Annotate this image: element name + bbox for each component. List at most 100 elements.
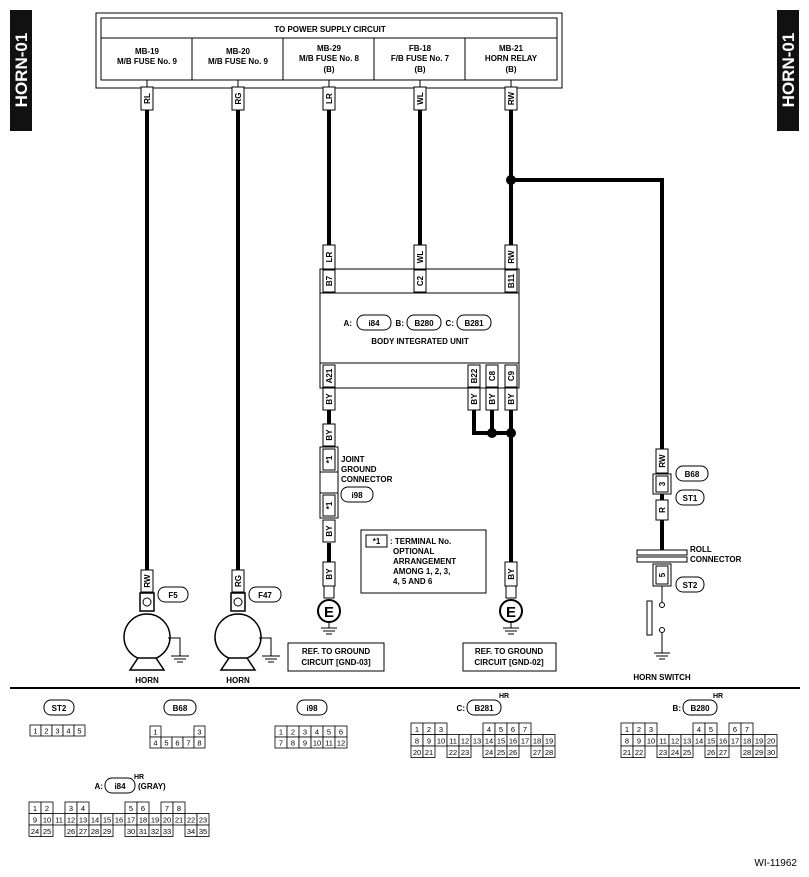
connector-pin-number: 2 — [291, 728, 295, 737]
wire-tag: BY — [325, 429, 334, 441]
connector-pin-number: 14 — [695, 737, 703, 746]
joint-pin-bottom: *1 — [325, 501, 334, 509]
connector-b280-hr: HR — [713, 693, 723, 700]
connector-pin-number: 22 — [635, 748, 643, 757]
connector-pin-number: 3 — [197, 728, 201, 737]
wire-tag: BY — [470, 393, 479, 405]
connector-pin-number: 13 — [473, 737, 481, 746]
connector-st2-name: ST2 — [52, 704, 67, 713]
connector-pin-number: 14 — [91, 816, 99, 825]
connector-pin-number: 7 — [279, 739, 283, 748]
connector-pin-number: 12 — [461, 737, 469, 746]
connector-pin — [196, 824, 210, 837]
connector-pin-number: 4 — [81, 804, 85, 813]
switch-connector-st2: ST2 — [683, 581, 698, 590]
connector-pin-number: 7 — [165, 804, 169, 813]
connector-i84-hr: HR — [134, 774, 144, 781]
horn-right-label: HORN — [226, 676, 250, 685]
joint-label-3: CONNECTOR — [341, 475, 393, 484]
connector-pin-number: 9 — [33, 816, 37, 825]
connector-pin-number: 3 — [303, 728, 307, 737]
connector-pin — [73, 724, 86, 737]
connector-pin — [40, 824, 54, 837]
ground-left-ref-2: CIRCUIT [GND-03] — [301, 658, 371, 667]
horn-right-connector: F47 — [258, 591, 272, 600]
connector-pin — [542, 745, 556, 758]
connector-pin-number: 27 — [79, 827, 87, 836]
wire-tag: BY — [325, 568, 334, 580]
fuse-2-id: MB-20 — [226, 47, 251, 56]
note-line-2: OPTIONAL — [393, 547, 434, 556]
connector-pin-number: 7 — [186, 739, 190, 748]
connector-pin-number: 16 — [115, 816, 123, 825]
roll-connector-label-1: ROLL — [690, 545, 712, 554]
connector-pin-number: 20 — [163, 816, 171, 825]
connector-pin-number: 6 — [339, 728, 343, 737]
fuse-4-desc: F/B FUSE No. 7 — [391, 54, 450, 63]
connector-pin-number: 4 — [315, 728, 319, 737]
connector-pin-number: 5 — [77, 727, 81, 736]
biu-top-pin: B11 — [507, 273, 516, 288]
connector-pin-number: 18 — [743, 737, 751, 746]
terminal-note-box: *1 : TERMINAL No. OPTIONAL ARRANGEMENT A… — [360, 529, 487, 594]
connector-pin-number: 9 — [427, 737, 431, 746]
connector-pin-number: 15 — [497, 737, 505, 746]
connector-pin-number: 5 — [164, 739, 168, 748]
connector-i98-name: i98 — [306, 704, 318, 713]
wire-tag: BY — [507, 393, 516, 405]
wire-tag: BY — [325, 525, 334, 537]
biu-conn-a-label: A: — [344, 319, 352, 328]
connector-pin-number: 5 — [327, 728, 331, 737]
connector-pin-number: 13 — [683, 737, 691, 746]
wire-paths — [145, 110, 664, 570]
wire-tag: BY — [325, 393, 334, 405]
connector-pin-number: 5 — [129, 804, 133, 813]
connector-pin-number: 8 — [625, 737, 629, 746]
connector-pin-number: 10 — [647, 737, 655, 746]
note-line-4: AMONG 1, 2, 3, — [393, 567, 450, 576]
wire-tag: WL — [416, 92, 425, 105]
connector-pin-number: 23 — [461, 748, 469, 757]
connector-pin-number: 18 — [533, 737, 541, 746]
note-line-3: ARRANGEMENT — [393, 557, 456, 566]
connector-pin-number: 2 — [44, 727, 48, 736]
body-integrated-unit: LR WL RW B7 C2 B11 A: i84 B: B280 C: B28… — [319, 244, 520, 389]
connector-pin-number: 34 — [187, 827, 195, 836]
fuse-4-id: FB-18 — [409, 44, 432, 53]
connector-pin-number: 32 — [151, 827, 159, 836]
connector-pin-number: 3 — [55, 727, 59, 736]
switch-connector-b68: B68 — [685, 470, 700, 479]
connector-pin-number: 5 — [499, 725, 503, 734]
connector-b280-name: B280 — [690, 704, 710, 713]
connector-pin-number: 6 — [175, 739, 179, 748]
connector-pin-number: 4 — [153, 739, 157, 748]
figure-id: WI-11962 — [754, 858, 797, 869]
splice-node — [506, 428, 516, 438]
connector-pin-number: 3 — [439, 725, 443, 734]
connector-pin-number: 8 — [415, 737, 419, 746]
connector-pin-number: 28 — [743, 748, 751, 757]
connector-pin-number: 11 — [325, 739, 333, 748]
connector-b281-name: B281 — [474, 704, 494, 713]
biu-top-pin: C2 — [416, 275, 425, 286]
connector-pin-number: 35 — [199, 827, 207, 836]
biu-top-wire: WL — [416, 251, 425, 264]
connector-pin — [193, 736, 206, 749]
connector-pin-number: 26 — [67, 827, 75, 836]
wire-tag: R — [658, 507, 667, 513]
connector-pin-number: 29 — [103, 827, 111, 836]
connector-pin-number: 11 — [449, 737, 457, 746]
connector-pin-number: 25 — [43, 827, 51, 836]
connector-b281-hr: HR — [499, 693, 509, 700]
supply-leads — [146, 80, 512, 87]
connector-i84-prefix: A: — [95, 782, 103, 791]
connector-pin — [680, 745, 694, 758]
connector-pin-number: 8 — [197, 739, 201, 748]
right-tab-label: HORN-01 — [779, 33, 798, 108]
connector-pin-number: 11 — [55, 816, 63, 825]
note-tag: *1 — [373, 537, 381, 546]
connector-pin-number: 6 — [733, 725, 737, 734]
connector-pin-number: 24 — [485, 748, 493, 757]
biu-conn-b: B280 — [414, 319, 434, 328]
connector-pin-number: 27 — [719, 748, 727, 757]
